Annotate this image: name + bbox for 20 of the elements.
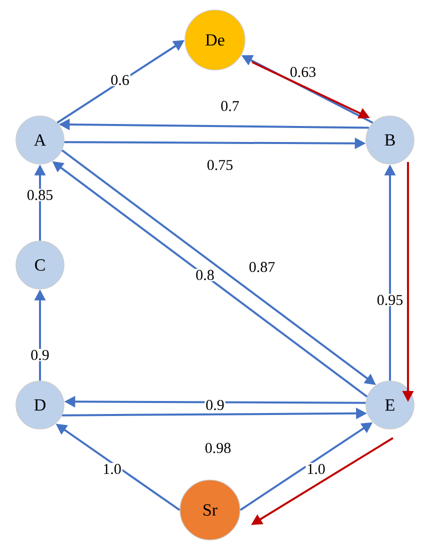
edge-label: 0.6 (110, 74, 130, 86)
circle-node: D (16, 380, 64, 430)
circle-node: C (16, 240, 64, 290)
edge-label: 0.63 (288, 66, 318, 78)
edge-label: 1.0 (306, 462, 326, 476)
edge-label: 0.7 (220, 100, 240, 112)
edge-label: 0.75 (206, 158, 234, 172)
circle-node: B (366, 116, 414, 164)
edge-label: 0.95 (376, 294, 404, 306)
edge-label: 0.87 (248, 260, 276, 274)
edge-label: 0.9 (204, 398, 226, 412)
edge-label: 0.98 (204, 442, 232, 454)
edge-label: 0.9 (30, 348, 50, 362)
circle-node: E (366, 380, 414, 430)
circle-node: A (16, 116, 64, 164)
circle-node: Sr (180, 480, 240, 540)
circle-node: De (184, 10, 246, 70)
edge-label: 1.0 (102, 462, 122, 476)
edge-label: 0.8 (194, 268, 216, 282)
edge-label: 0.85 (26, 188, 54, 202)
